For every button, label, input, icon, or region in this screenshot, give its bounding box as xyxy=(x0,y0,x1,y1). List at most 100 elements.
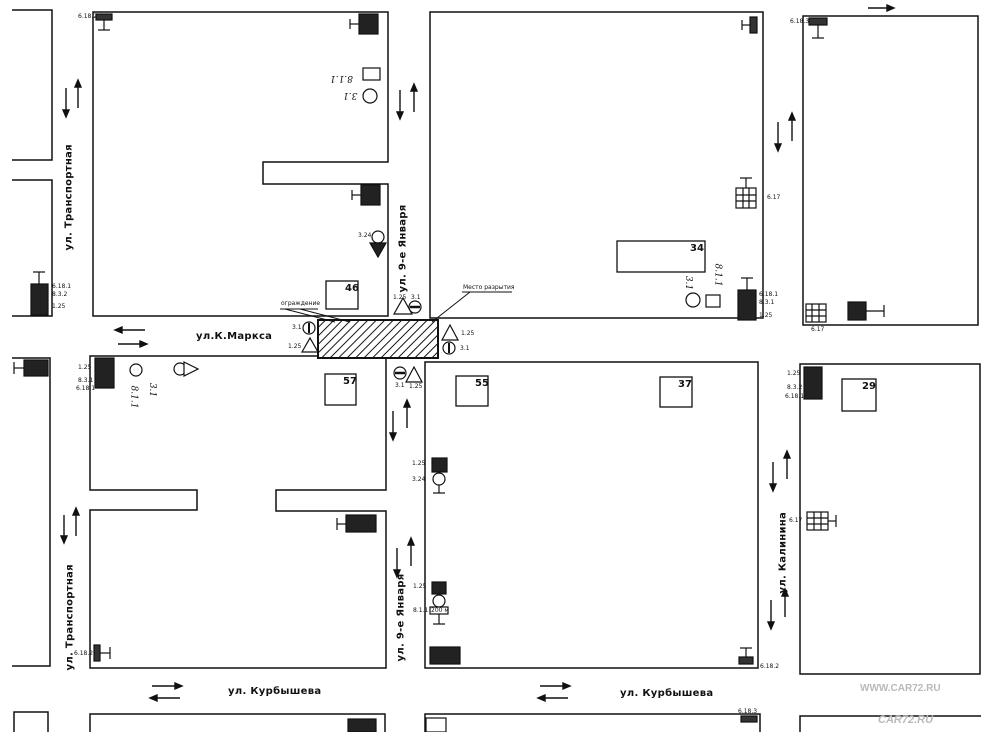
building-number-57: 57 xyxy=(343,376,357,387)
fence-leader xyxy=(284,308,336,323)
block-se xyxy=(799,363,981,675)
intersection-signs xyxy=(129,67,721,383)
code-3-24-s: 3.24 xyxy=(412,476,426,483)
code-8-3-2-w: 8.3.2 xyxy=(52,291,68,298)
sign-bottom-1 xyxy=(347,718,377,732)
handwritten-note-4: 3.1 xyxy=(683,275,694,291)
building-46 xyxy=(325,280,359,310)
sign-lanes-s-bottom xyxy=(429,646,461,665)
code-8-3-1-n: 8.3.1 xyxy=(759,299,775,306)
code-1-25-int-n: 1.25 xyxy=(393,294,407,301)
worksite-leader xyxy=(431,291,471,323)
code-1-25-int-w: 1.25 xyxy=(288,343,302,350)
building-37 xyxy=(659,376,693,408)
code-6-18-2-sw: 6.18.2 xyxy=(74,650,94,657)
street-marksa: ул.К.Маркса xyxy=(196,331,273,342)
street-yanvarya-top: ул. 9-е Января xyxy=(397,204,409,293)
code-1-25-int-s: 1.25 xyxy=(409,383,423,390)
code-1-25-s: 1.25 xyxy=(412,460,426,467)
sign-6-17-n xyxy=(735,187,757,209)
sign-1-25-nw xyxy=(392,296,414,315)
sign-6-18-3-ne xyxy=(808,17,828,26)
code-6-18-1-n: 6.18.1 xyxy=(759,291,779,298)
work-zone-hatched xyxy=(317,319,439,359)
code-3-24-n: 3.24 xyxy=(358,232,372,239)
code-8-3-2-se: 8.3.2 xyxy=(787,384,803,391)
code-6-18-1-se: 6.18.1 xyxy=(785,393,805,400)
sign-bottom-3 xyxy=(740,715,758,723)
handwritten-note-3: 8.1.1 xyxy=(712,263,723,287)
block-ne xyxy=(802,15,979,326)
block-bottom-3 xyxy=(424,713,761,732)
sign-3-24-hand-n xyxy=(362,88,378,104)
sign-stack-n-right xyxy=(737,289,757,321)
sign-1-25-n-mid xyxy=(368,242,388,259)
sign-stack-w xyxy=(30,283,49,316)
sign-6-18-2-n xyxy=(749,16,758,34)
block-bottom-2 xyxy=(89,713,386,732)
code-8-1-1-s-lower: 8.1.1 xyxy=(413,607,429,614)
sign-w-edge xyxy=(23,359,49,377)
block-sw xyxy=(89,355,387,669)
sign-1-25-s-lower xyxy=(431,581,447,595)
handwritten-note-2: 3.1 xyxy=(343,90,358,100)
building-55 xyxy=(455,375,489,407)
sign-3-24-s xyxy=(432,472,446,486)
sign-lanes-nw-mid xyxy=(360,184,381,206)
street-kurbyshev-left: ул. Курбышева xyxy=(228,686,322,697)
fence-label: ограждение xyxy=(281,300,321,307)
sign-6-18-2-sw xyxy=(93,644,101,662)
sign-1-25-sw xyxy=(183,361,200,377)
code-6-18-1-w: 6.18.1 xyxy=(52,283,72,290)
building-34 xyxy=(616,240,706,273)
code-6-18-1-sw: 6.18.1 xyxy=(76,385,96,392)
building-number-34: 34 xyxy=(690,243,704,254)
block-bottom-4 xyxy=(799,715,981,732)
building-number-55: 55 xyxy=(475,378,489,389)
watermark-logo: CAR72.RU xyxy=(878,714,934,726)
code-8-3-1-sw: 8.3.1 xyxy=(78,377,94,384)
sign-3-24-s-lower xyxy=(432,594,446,608)
code-6-18-3-ne: 6.18.3 xyxy=(790,18,810,25)
street-yanvarya-bottom: ул. 9-е Января xyxy=(395,573,407,662)
code-6-17-n: 6.17 xyxy=(767,194,781,201)
street-kurbyshev-right: ул. Курбышева xyxy=(620,688,714,699)
sign-3-24-sw xyxy=(129,363,143,377)
code-3-1-int-s: 3.1 xyxy=(395,382,405,389)
fence-leader-2 xyxy=(299,308,351,323)
sign-stack-se xyxy=(803,366,823,400)
sign-bottom-2 xyxy=(425,717,447,732)
sign-lanes-ne xyxy=(847,301,867,321)
sign-3-24-n xyxy=(371,230,385,244)
code-6-18-2-s: 6.18.2 xyxy=(760,663,780,670)
building-57 xyxy=(324,373,357,406)
worksite-label: Место разрытия xyxy=(463,284,515,291)
sign-posts xyxy=(13,13,885,732)
block-s xyxy=(424,361,759,669)
sign-1-25-s-int xyxy=(405,365,423,383)
sign-lanes-sw-mid xyxy=(345,514,377,533)
code-6-17-ne: 6.17 xyxy=(811,326,825,333)
block-w-mid xyxy=(12,179,53,317)
block-w-top xyxy=(12,9,53,161)
building-number-37: 37 xyxy=(678,379,692,390)
code-6-18-2-nw: 6.18.2 xyxy=(78,13,98,20)
code-3-1-int-e: 3.1 xyxy=(460,345,470,352)
street-transportnaya-top: ул. Транспортная xyxy=(63,144,75,251)
building-29 xyxy=(841,378,877,412)
handwritten-note-1: 8.1.1 xyxy=(330,73,353,83)
building-number-29: 29 xyxy=(862,381,876,392)
code-6-17-se: 6.17 xyxy=(789,517,803,524)
signpost-hand-ne xyxy=(705,294,721,308)
block-w-bot xyxy=(12,357,51,667)
building-number-46: 46 xyxy=(345,283,359,294)
signpost-hand-n xyxy=(362,67,381,81)
code-1-25-n: 1.25 xyxy=(759,312,773,319)
code-1-25-int-e: 1.25 xyxy=(461,330,475,337)
watermark-url: WWW.CAR72.RU xyxy=(860,683,941,694)
sign-6-17-ne xyxy=(805,303,827,323)
handwritten-note-6: 3.1 xyxy=(147,382,158,398)
block-bottom-1 xyxy=(13,711,49,732)
sign-1-25-w xyxy=(300,336,320,353)
sign-stack-sw xyxy=(94,357,115,389)
